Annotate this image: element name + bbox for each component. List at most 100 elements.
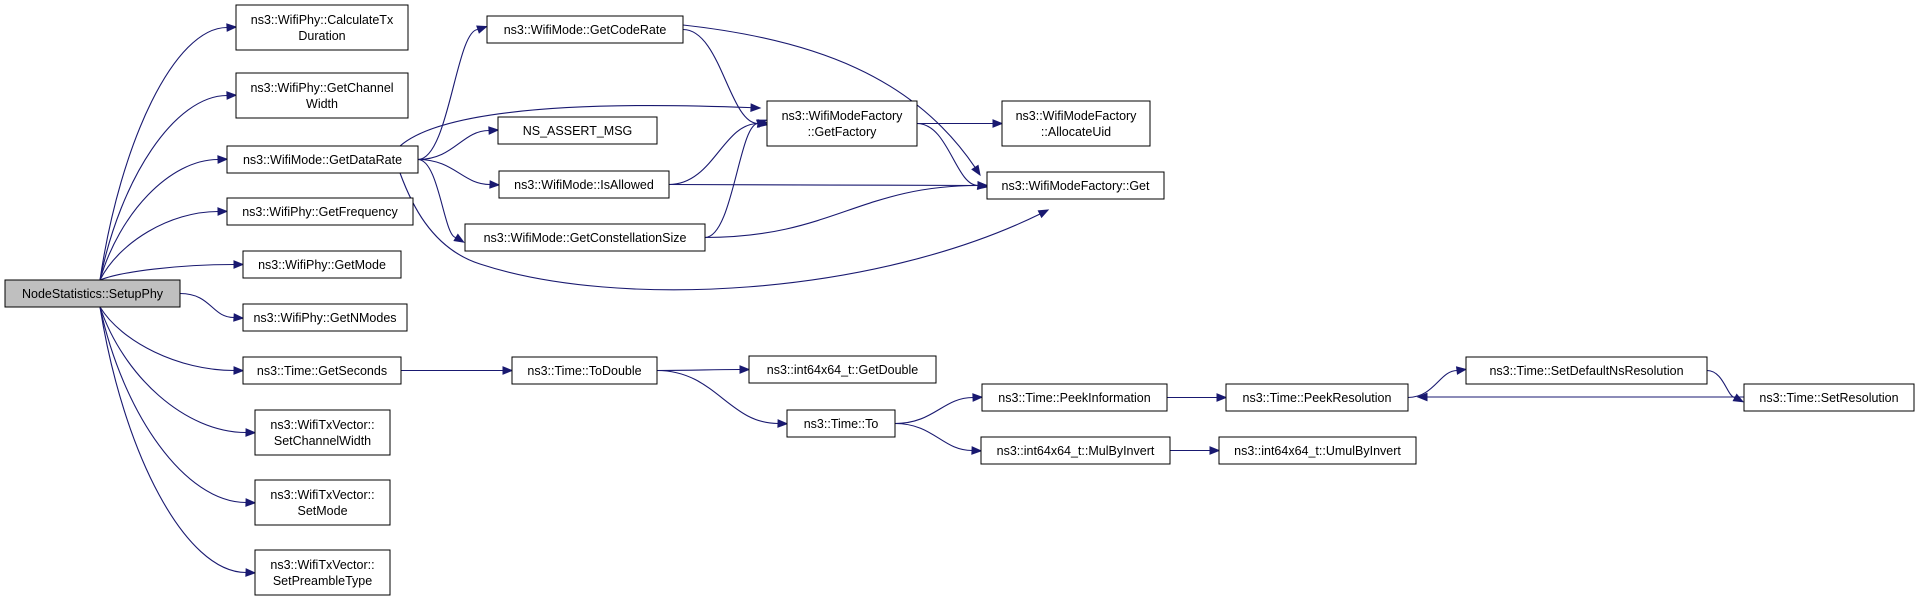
edge-getconst-to-getfactory [704, 119, 768, 239]
node-box [254, 479, 391, 526]
node-label: NodeStatistics::SetupPhy [22, 287, 164, 301]
edges-layer [99, 23, 1745, 577]
node-box [254, 409, 391, 456]
node-label: ns3::Time::ToDouble [527, 364, 641, 378]
edge-isallowed-to-getfactory [668, 119, 769, 186]
node-setchw[interactable]: ns3::WifiTxVector::SetChannelWidth [254, 409, 391, 456]
node-isallowed[interactable]: ns3::WifiMode::IsAllowed [498, 170, 670, 199]
node-label: ::AllocateUid [1041, 125, 1111, 139]
edge-line [99, 306, 247, 504]
node-setdefres[interactable]: ns3::Time::SetDefaultNsResolution [1465, 356, 1708, 385]
node-box [226, 197, 414, 226]
arrowhead [1732, 393, 1745, 403]
edge-getdatarate-to-isallowed [417, 158, 501, 189]
edge-todouble-to-i64getdouble [656, 365, 751, 374]
node-box [242, 303, 408, 332]
node-setupphy: NodeStatistics::SetupPhy [4, 279, 181, 308]
edge-setupphy-to-getmode [99, 260, 245, 281]
node-getfactory[interactable]: ns3::WifiModeFactory::GetFactory [766, 100, 918, 147]
node-getfreq[interactable]: ns3::WifiPhy::GetFrequency [226, 197, 414, 226]
node-setres[interactable]: ns3::Time::SetResolution [1743, 383, 1915, 412]
node-label: ns3::WifiPhy::GetChannel [250, 81, 393, 95]
node-getconst[interactable]: ns3::WifiMode::GetConstellationSize [464, 223, 706, 252]
arrowhead [1037, 209, 1050, 219]
node-label: ns3::WifiMode::IsAllowed [514, 178, 654, 192]
node-box [1743, 383, 1915, 412]
node-box [766, 100, 918, 147]
edge-setupphy-to-getdatarate [99, 155, 229, 281]
arrowhead [755, 119, 768, 128]
node-setpreamble[interactable]: ns3::WifiTxVector::SetPreambleType [254, 549, 391, 596]
node-box [1001, 100, 1151, 147]
node-label: ns3::WifiTxVector:: [270, 418, 374, 432]
edge-setupphy-to-setchw [99, 306, 257, 437]
edge-setupphy-to-setmode [99, 306, 257, 507]
node-label: ns3::int64x64_t::UmulByInvert [1234, 444, 1401, 458]
node-box [226, 145, 419, 174]
node-getmode[interactable]: ns3::WifiPhy::GetMode [242, 250, 402, 279]
node-label: ::GetFactory [808, 125, 878, 139]
arrowhead [488, 126, 500, 135]
node-setmode[interactable]: ns3::WifiTxVector::SetMode [254, 479, 391, 526]
edge-getseconds-to-todouble [401, 366, 514, 375]
node-getcoderate[interactable]: ns3::WifiMode::GetCodeRate [486, 15, 684, 44]
edge-line [894, 396, 974, 425]
node-assertmsg[interactable]: NS_ASSERT_MSG [497, 116, 658, 145]
node-box [235, 72, 409, 119]
node-umulbyinvert[interactable]: ns3::int64x64_t::UmulByInvert [1218, 436, 1417, 465]
node-label: ns3::WifiMode::GetCodeRate [504, 23, 667, 37]
node-getnmodes[interactable]: ns3::WifiPhy::GetNModes [242, 303, 408, 332]
edge-todouble-to-timeto [656, 369, 789, 428]
edge-line [99, 306, 247, 574]
arrowhead [245, 568, 257, 577]
edge-line [704, 122, 759, 239]
edge-line [1407, 369, 1458, 399]
arrowhead [1216, 393, 1228, 402]
edge-line [99, 94, 228, 281]
node-label: ns3::Time::GetSeconds [257, 364, 387, 378]
arrowhead [476, 25, 488, 34]
edge-line [399, 172, 1049, 291]
arrowhead [971, 446, 983, 455]
edge-peekres-to-setdefres [1407, 366, 1468, 399]
node-allocuid[interactable]: ns3::WifiModeFactory::AllocateUid [1001, 100, 1151, 147]
node-mulbyinvert[interactable]: ns3::int64x64_t::MulByInvert [980, 436, 1171, 465]
edge-getdatarate-to-assertmsg [417, 126, 500, 161]
node-timeto[interactable]: ns3::Time::To [786, 409, 896, 438]
edge-setres-to-peekres [1416, 392, 1744, 402]
node-label: Duration [298, 29, 345, 43]
node-getseconds[interactable]: ns3::Time::GetSeconds [242, 356, 402, 385]
node-label: ns3::Time::SetDefaultNsResolution [1489, 364, 1683, 378]
node-getdatarate[interactable]: ns3::WifiMode::GetDataRate [226, 145, 419, 174]
arrowhead [489, 180, 501, 189]
edge-setupphy-to-getchw [99, 91, 238, 281]
node-label: SetChannelWidth [274, 434, 371, 448]
node-factoryget[interactable]: ns3::WifiModeFactory::Get [986, 171, 1165, 200]
edge-getdatarate-to-getfactory [399, 103, 762, 147]
node-i64getdouble[interactable]: ns3::int64x64_t::GetDouble [748, 355, 937, 384]
arrowhead [217, 207, 229, 216]
arrowhead [1209, 446, 1221, 455]
node-box [1465, 356, 1708, 385]
arrowhead [777, 419, 789, 428]
edge-line [1706, 369, 1736, 399]
node-label: ns3::Time::PeekResolution [1243, 391, 1392, 405]
arrowhead [226, 91, 238, 100]
arrowhead [233, 366, 245, 375]
edge-setupphy-to-getfreq [99, 207, 229, 281]
node-box [4, 279, 181, 308]
node-label: ns3::WifiMode::GetConstellationSize [484, 231, 687, 245]
node-box [254, 549, 391, 596]
node-label: ns3::Time::PeekInformation [998, 391, 1150, 405]
node-todouble[interactable]: ns3::Time::ToDouble [511, 356, 658, 385]
node-peekinfo[interactable]: ns3::Time::PeekInformation [981, 383, 1168, 412]
node-peekres[interactable]: ns3::Time::PeekResolution [1225, 383, 1409, 412]
edge-mulbyinvert-to-umulbyinvert [1169, 446, 1221, 455]
node-label: ns3::WifiModeFactory [782, 109, 904, 123]
node-box [1225, 383, 1409, 412]
edge-line [399, 105, 761, 147]
edge-line [179, 292, 235, 319]
